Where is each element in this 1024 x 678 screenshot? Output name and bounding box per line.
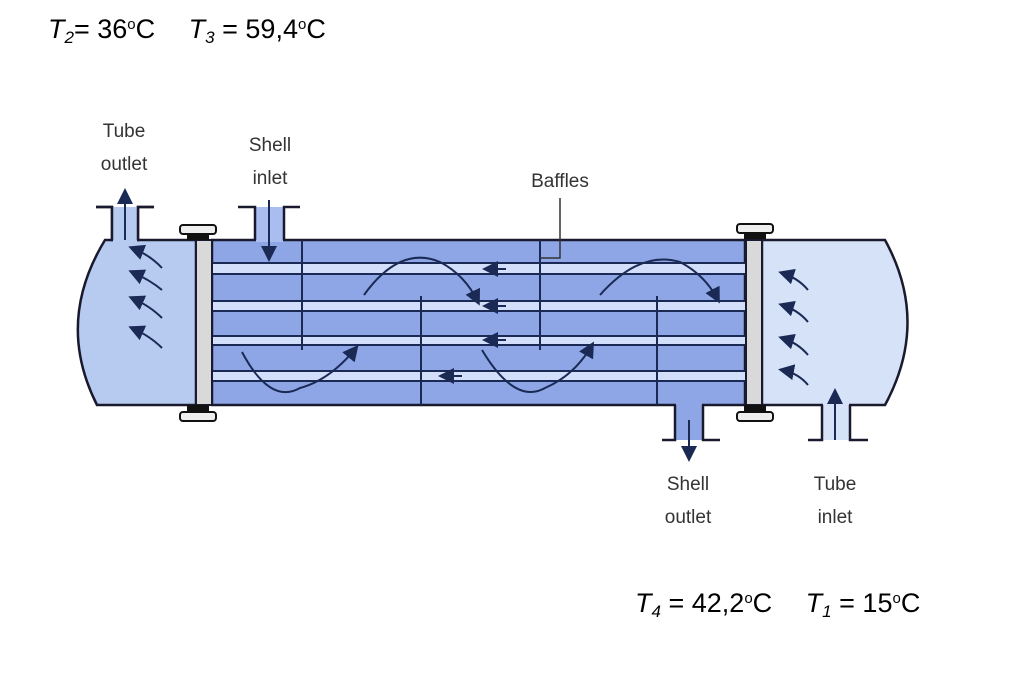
tube bbox=[195, 370, 763, 382]
shell-flow-arrow-icon bbox=[481, 341, 594, 393]
temperature-t2: T2= 36oC bbox=[48, 14, 156, 47]
baffles-leader-line bbox=[540, 198, 561, 259]
bottom-temperatures: T4 = 42,2oC T1 = 15oC bbox=[635, 588, 920, 622]
left-head-arrow-icon bbox=[128, 269, 163, 291]
tube bbox=[195, 300, 763, 312]
left-head bbox=[76, 238, 198, 407]
tube bbox=[195, 262, 763, 275]
temperature-t4: T4 = 42,2oC bbox=[635, 588, 773, 621]
tube bbox=[195, 335, 763, 346]
temperature-t3: T3 = 59,4oC bbox=[188, 14, 326, 47]
top-temperatures: T2= 36oC T3 = 59,4oC bbox=[48, 14, 326, 48]
flow-arrows bbox=[117, 188, 843, 462]
right-head-arrow-icon bbox=[778, 333, 809, 356]
right-head bbox=[760, 238, 909, 407]
right-head-arrow-icon bbox=[778, 300, 809, 323]
left-head-arrow-icon bbox=[128, 325, 163, 349]
temperature-t1: T1 = 15oC bbox=[805, 588, 921, 621]
left-head-arrow-icon bbox=[128, 244, 163, 269]
right-head-arrow-icon bbox=[778, 268, 809, 291]
left-head-arrow-icon bbox=[128, 295, 163, 319]
shell-flow-arrow-icon bbox=[599, 258, 720, 304]
shell-flow-arrow-icon bbox=[241, 344, 359, 393]
baffles-label: Baffles bbox=[531, 171, 589, 192]
shell-flow-arrow-icon bbox=[363, 256, 480, 306]
right-head-arrow-icon bbox=[778, 364, 809, 386]
flanges bbox=[179, 223, 774, 422]
left-tube-sheet bbox=[195, 239, 213, 406]
right-tube-sheet bbox=[745, 239, 763, 406]
